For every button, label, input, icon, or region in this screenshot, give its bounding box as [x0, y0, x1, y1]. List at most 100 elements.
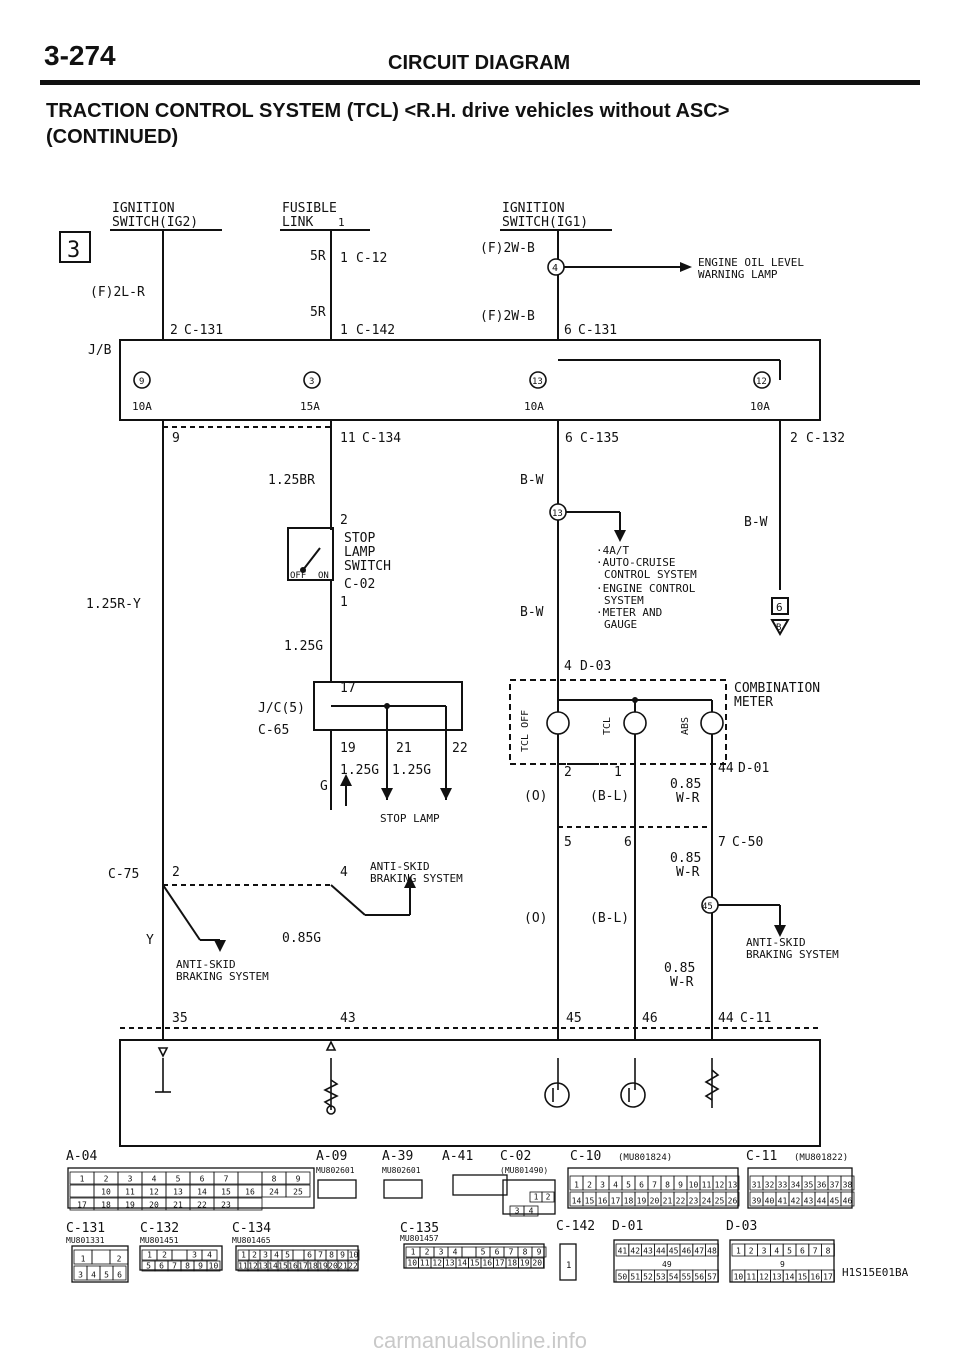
connector-pin-label: 14 — [572, 1197, 582, 1206]
connector-pin-label: 3 — [128, 1175, 133, 1184]
connector-pin-label: 23 — [221, 1201, 231, 1210]
label-sw-on: ON — [318, 571, 329, 581]
label-c131-b: C-131 — [578, 323, 617, 338]
connector-pin-label: 17 — [77, 1201, 87, 1210]
connector-pin-label: 32 — [765, 1181, 775, 1190]
connector-pin-label: 18 — [101, 1201, 111, 1210]
connector-pin-label: 5 — [626, 1181, 631, 1190]
connector-pin-label: 4 — [774, 1247, 779, 1256]
connector-pin-label: 25 — [715, 1197, 725, 1206]
connector-pin-label: 10 — [101, 1188, 111, 1197]
connector-pin-label: 3 — [192, 1251, 197, 1260]
connector-pin-label: 4 — [274, 1251, 279, 1260]
connector-pin-label: 45 — [830, 1197, 840, 1206]
connector-pin-cell — [201, 1249, 218, 1261]
connector-pin-label: 7 — [652, 1181, 657, 1190]
connector-pin-label: 44 — [656, 1247, 666, 1256]
label-p45: 45 — [566, 1011, 582, 1026]
arrow-heads — [214, 262, 786, 952]
label-stop-lamp: STOP LAMP — [380, 812, 440, 825]
connector-pin-label: 4 — [613, 1181, 618, 1190]
label-085g: 0.85G — [282, 931, 321, 946]
connector-pin-label: 46 — [682, 1247, 692, 1256]
conn-c10: C-10 — [570, 1149, 601, 1164]
label-sw-off: OFF — [290, 571, 306, 581]
connector-pin-label: 11 — [420, 1259, 430, 1268]
connector-pin-label: 20 — [650, 1197, 660, 1206]
connector-pin-cell — [292, 1249, 305, 1261]
label-jc5: J/C(5) — [258, 701, 305, 716]
connector-pin-cell — [705, 1269, 719, 1283]
label-comb-a: COMBINATION — [734, 681, 820, 696]
connector-pin-label: 2 — [117, 1255, 122, 1264]
page-number: 3-274 — [44, 40, 116, 71]
label-box-b: B — [776, 623, 781, 633]
connector-pin-label: 17 — [495, 1259, 505, 1268]
connector-pin-label: 8 — [665, 1181, 670, 1190]
label-fusible-num: 1 — [338, 216, 345, 229]
fuse-12-icon — [753, 371, 771, 389]
label-antiskid2-a: ANTI-SKID — [176, 958, 236, 971]
connector-pin-label: 4 — [207, 1251, 212, 1260]
label-1-25g-a: 1.25G — [340, 763, 379, 778]
connector-pin-label: 2 — [252, 1251, 257, 1260]
connector-pin-label: 7 — [318, 1251, 323, 1260]
connector-captions: A-04 A-09 A-39 A-41 C-02 C-10 (MU801824)… — [66, 1149, 909, 1279]
label-p4-abs: 4 — [340, 865, 348, 880]
connector-pin-label: 19 — [637, 1197, 647, 1206]
label-list-2b: CONTROL SYSTEM — [604, 568, 697, 581]
connector-pin-label: 48 — [707, 1247, 717, 1256]
connector-pin-label: 15 — [798, 1273, 808, 1282]
connector-pin-label: 22 — [348, 1262, 358, 1271]
label-p7-c50: 7 — [718, 835, 726, 850]
connector-pin-cell — [821, 1243, 835, 1257]
connector-pin-label: 8 — [185, 1262, 190, 1271]
label-ign-ig2-b: SWITCH(IG2) — [112, 215, 198, 230]
connector-c134-face — [235, 1245, 359, 1271]
label-node-45: 45 — [702, 902, 713, 912]
label-fuse-3: 3 — [309, 377, 314, 387]
label-eng-oil-a: ENGINE OIL LEVEL — [698, 256, 804, 269]
connector-a39-face — [383, 1179, 423, 1199]
label-tcl-off: TCL OFF — [520, 710, 531, 752]
wiring — [110, 229, 821, 1147]
connector-pin-label: 4 — [453, 1248, 458, 1257]
junction-13-icon — [549, 503, 567, 521]
label-eng-oil-b: WARNING LAMP — [698, 268, 778, 281]
connector-pin-label: 2 — [749, 1247, 754, 1256]
connector-pin-label: 40 — [765, 1197, 775, 1206]
conn-c134: C-134 — [232, 1221, 271, 1236]
box-6-icon — [771, 597, 789, 615]
connector-pin-label: 12 — [248, 1262, 258, 1271]
connector-pin-label: 16 — [288, 1262, 298, 1271]
connector-pin-label: 42 — [791, 1197, 801, 1206]
section-title: CIRCUIT DIAGRAM — [388, 52, 571, 74]
label-c12: C-12 — [356, 251, 387, 266]
connector-pin-label: 2 — [162, 1251, 167, 1260]
connector-pin-label: 43 — [804, 1197, 814, 1206]
label-list-4: ·METER AND — [596, 606, 662, 619]
connector-a04-face — [67, 1167, 315, 1209]
connector-pin-label: 16 — [598, 1197, 608, 1206]
label-085wr-3b: W-R — [670, 975, 694, 990]
label-ign-ig1-a: IGNITION — [502, 201, 565, 216]
connector-pin-label: 5 — [146, 1262, 151, 1271]
conn-d03: D-03 — [726, 1219, 757, 1234]
label-jb: J/B — [88, 343, 112, 358]
label-node-4: 4 — [552, 263, 558, 274]
conn-c131: C-131 — [66, 1221, 105, 1236]
connector-pin-cell — [840, 1191, 855, 1207]
connector-pin-label: 43 — [643, 1247, 653, 1256]
label-p2-c131: 2 — [170, 323, 178, 338]
label-antiskid3-a: ANTI-SKID — [746, 936, 806, 949]
label-p21: 21 — [396, 741, 412, 756]
connector-pin-cell — [347, 1260, 359, 1272]
label-bw-2: B-W — [744, 515, 768, 530]
connector-pin-label: 52 — [643, 1273, 653, 1282]
connector-pin-cell — [285, 1171, 311, 1185]
connector-pin-label: 1 — [241, 1251, 246, 1260]
connector-pin-label: 35 — [804, 1181, 814, 1190]
connector-pin-label: 9 — [198, 1262, 203, 1271]
label-p46: 46 — [642, 1011, 658, 1026]
